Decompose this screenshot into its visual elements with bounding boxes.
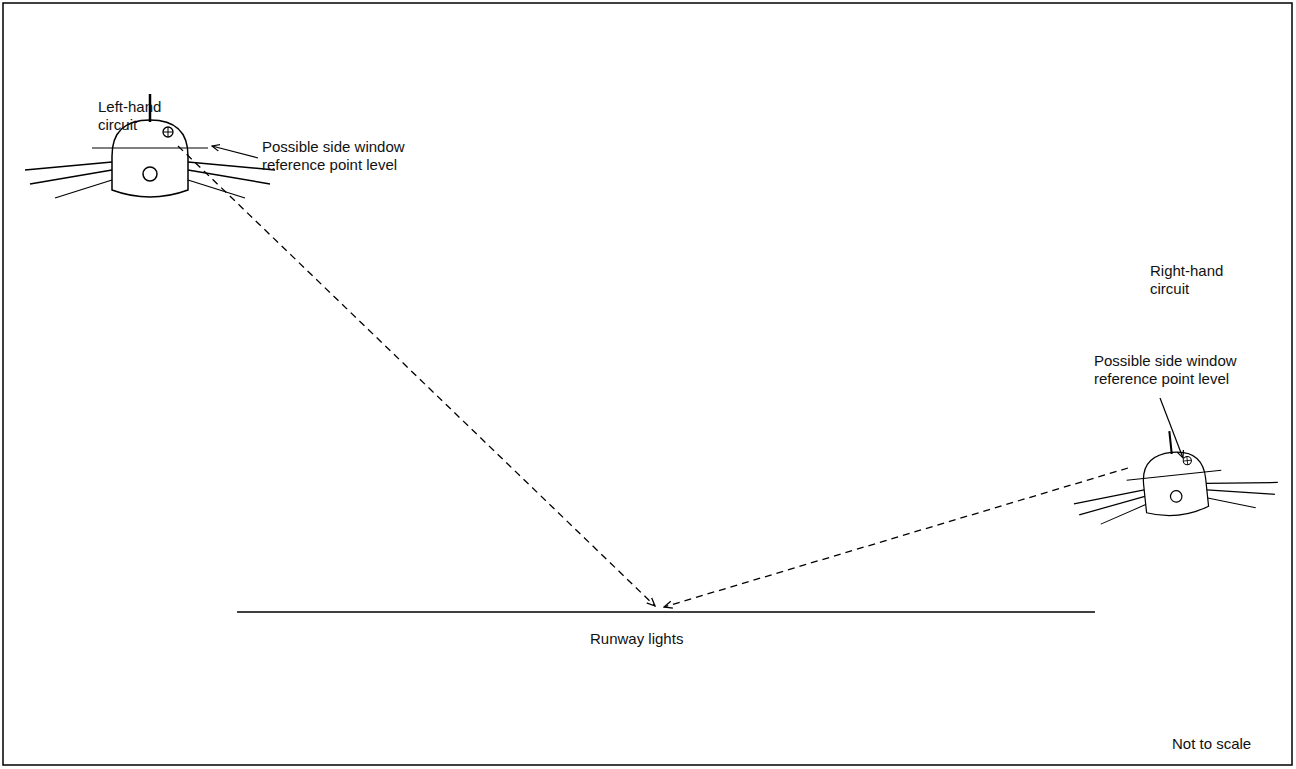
aircraft-part	[1099, 505, 1147, 525]
aircraft-part	[1169, 431, 1171, 454]
aircraft-part	[1207, 483, 1275, 501]
aircraft-front-view	[1067, 420, 1280, 526]
aircraft-part	[92, 147, 208, 148]
aircraft-part	[1141, 449, 1210, 518]
aircraft-part	[1073, 490, 1145, 504]
runway-label: Runway lights	[590, 630, 720, 648]
aircraft-part	[188, 162, 275, 170]
sight-line	[664, 468, 1128, 607]
aircraft-part	[1183, 456, 1192, 465]
aircraft-part	[163, 127, 173, 137]
aircraft-part	[25, 162, 112, 170]
leader-line	[212, 146, 258, 158]
aircraft-front-view	[25, 94, 275, 198]
sight-line	[178, 146, 655, 606]
frame	[3, 3, 1292, 765]
aircraft-part	[1183, 456, 1192, 465]
aircraft-part	[163, 127, 173, 137]
aircraft-part	[1208, 493, 1256, 513]
leader-line	[1160, 398, 1183, 458]
callout-label: Possible side window reference point lev…	[262, 138, 442, 174]
aircraft-part	[30, 170, 112, 184]
callout-label: Possible side window reference point lev…	[1094, 352, 1274, 388]
runway-line	[237, 611, 1095, 613]
aircraft-part	[1170, 490, 1183, 503]
aircraft-part	[143, 167, 157, 181]
aircraft-part	[188, 180, 245, 198]
circuit-label: Left-hand circuit	[98, 98, 188, 134]
aircraft-part	[55, 180, 112, 198]
note: Not to scale	[1172, 735, 1282, 753]
aircraft-part	[188, 170, 270, 184]
aircraft-part	[1078, 496, 1146, 514]
circuit-label: Right-hand circuit	[1150, 262, 1240, 298]
aircraft-part	[1127, 470, 1222, 480]
aircraft-part	[1206, 476, 1278, 490]
